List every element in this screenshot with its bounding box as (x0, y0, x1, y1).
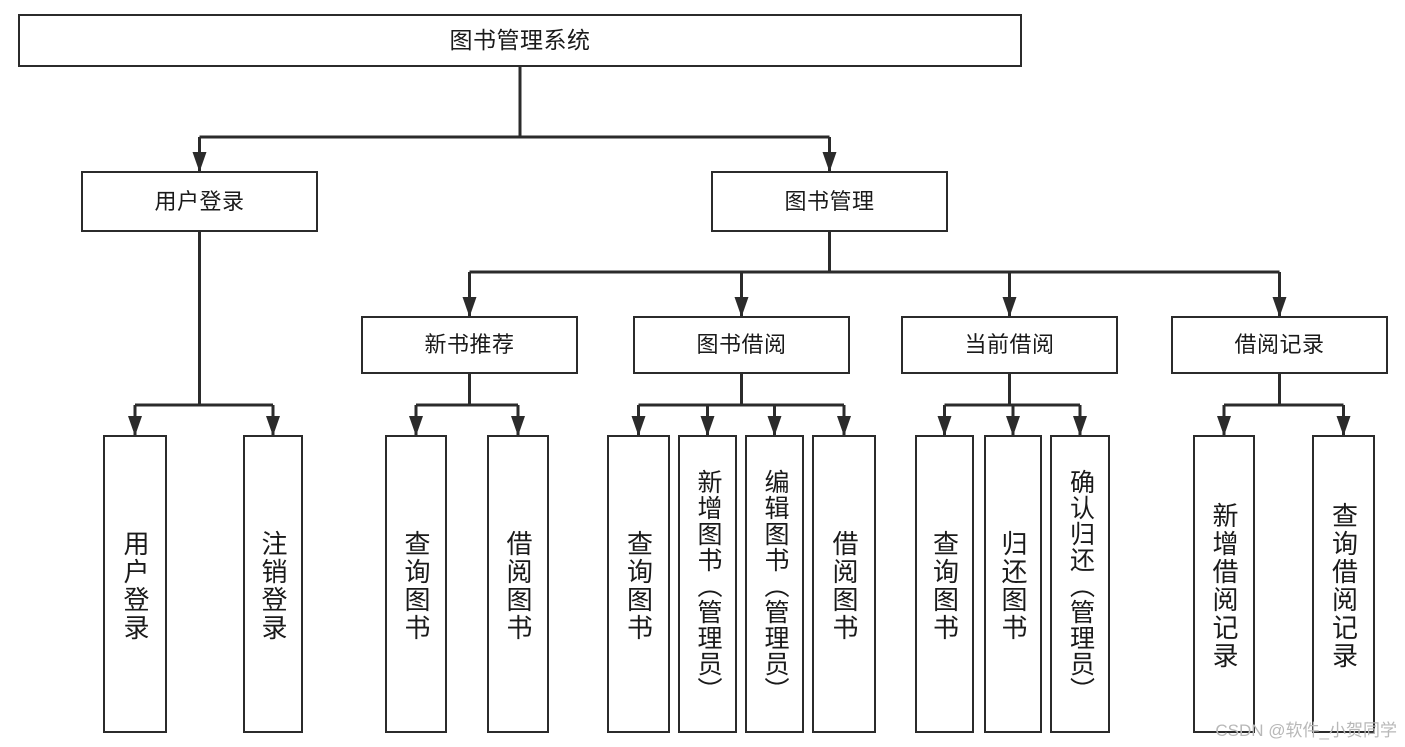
arrowhead (462, 297, 477, 317)
node-label: 借阅记录 (1234, 332, 1325, 358)
node-root[interactable]: 图书管理系统 (18, 14, 1022, 67)
arrowhead (1006, 416, 1020, 436)
node-label: 新增借阅记录 (1209, 502, 1239, 670)
node-leaf-add-book[interactable]: 新增图书（管理员） (678, 435, 737, 733)
node-label: 用户登录 (120, 530, 150, 642)
watermark: CSDN @软件_小贺同学 (1215, 721, 1397, 740)
node-label: 编辑图书（管理员） (761, 469, 789, 703)
node-label: 图书管理系统 (449, 26, 591, 53)
node-label: 查询图书 (929, 530, 960, 642)
arrowhead (700, 416, 715, 436)
node-user-login[interactable]: 用户登录 (81, 171, 318, 232)
node-label: 用户登录 (154, 188, 245, 214)
node-label: 借阅图书 (503, 530, 533, 642)
arrowhead (734, 297, 749, 317)
arrowhead (1272, 297, 1287, 317)
arrowhead (1336, 416, 1351, 436)
node-label: 确认归还（管理员） (1066, 469, 1095, 703)
arrowhead (266, 416, 280, 436)
arrowhead (128, 416, 142, 436)
arrowhead (937, 416, 952, 436)
node-label: 新书推荐 (424, 332, 515, 358)
node-borrow-record[interactable]: 借阅记录 (1171, 316, 1388, 374)
node-leaf-confirm[interactable]: 确认归还（管理员） (1050, 435, 1110, 733)
node-leaf-query-2[interactable]: 查询图书 (607, 435, 670, 733)
node-label: 查询借阅记录 (1328, 502, 1359, 670)
arrowhead (511, 416, 525, 436)
node-leaf-query-1[interactable]: 查询图书 (385, 435, 447, 733)
node-label: 注销登录 (258, 530, 288, 642)
arrowhead (767, 416, 782, 436)
arrowhead (837, 416, 851, 436)
node-leaf-query-rec[interactable]: 查询借阅记录 (1312, 435, 1375, 733)
node-leaf-query-3[interactable]: 查询图书 (915, 435, 974, 733)
node-book-manage[interactable]: 图书管理 (711, 171, 948, 232)
arrowhead (1073, 416, 1087, 436)
node-leaf-return[interactable]: 归还图书 (984, 435, 1042, 733)
node-leaf-logout[interactable]: 注销登录 (243, 435, 303, 733)
arrowhead (1217, 416, 1231, 436)
node-leaf-borrow-2[interactable]: 借阅图书 (812, 435, 876, 733)
node-label: 新增图书（管理员） (694, 469, 722, 703)
node-current-borrow[interactable]: 当前借阅 (901, 316, 1118, 374)
node-book-borrow[interactable]: 图书借阅 (633, 316, 850, 374)
arrowhead (822, 152, 837, 172)
node-label: 当前借阅 (964, 332, 1055, 358)
node-leaf-borrow-1[interactable]: 借阅图书 (487, 435, 549, 733)
node-label: 查询图书 (623, 530, 654, 642)
arrowhead (192, 152, 207, 172)
node-label: 借阅图书 (829, 530, 859, 642)
node-label: 查询图书 (401, 530, 431, 642)
node-label: 归还图书 (998, 530, 1028, 642)
node-leaf-edit-book[interactable]: 编辑图书（管理员） (745, 435, 804, 733)
node-label: 图书管理 (784, 188, 875, 214)
arrowhead (631, 416, 646, 436)
node-leaf-user-login[interactable]: 用户登录 (103, 435, 167, 733)
arrowhead (1002, 297, 1017, 317)
node-leaf-add-rec[interactable]: 新增借阅记录 (1193, 435, 1255, 733)
node-label: 图书借阅 (696, 332, 787, 358)
arrowhead (409, 416, 423, 436)
node-new-book-rec[interactable]: 新书推荐 (361, 316, 578, 374)
